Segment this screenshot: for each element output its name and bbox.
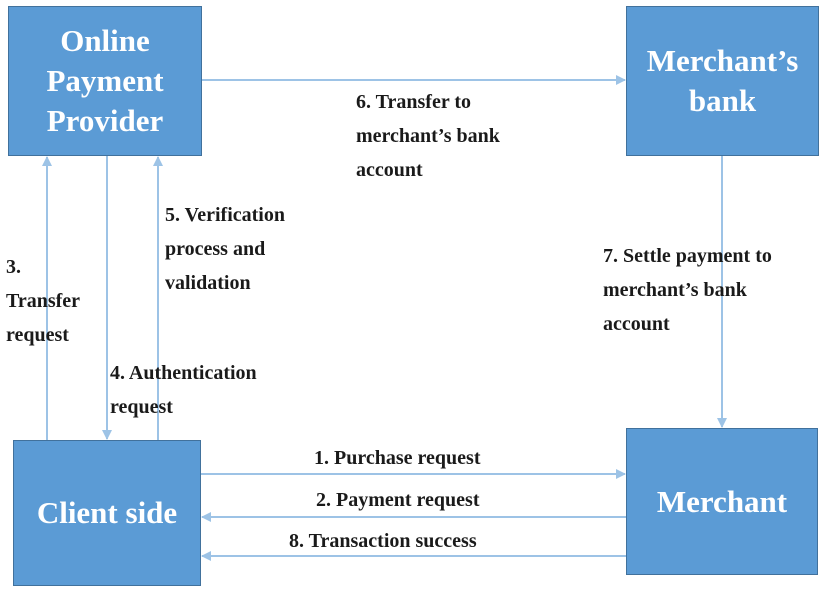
client-side-node: Client side (13, 440, 201, 586)
label-verification: 5. Verification process and validation (165, 204, 285, 294)
label-purchase: 1. Purchase request (314, 447, 481, 469)
label-transfer-request: 3. Transfer request (6, 256, 81, 346)
label-success: 8. Transaction success (289, 530, 477, 552)
merchant-node: Merchant (626, 428, 818, 575)
online-payment-provider-node: Online Payment Provider (8, 6, 202, 156)
merchant-bank-node: Merchant’s bank (626, 6, 819, 156)
label-transfer-bank: 6. Transfer to merchant’s bank account (356, 91, 500, 181)
label-authentication: 4. Authentication request (110, 362, 257, 418)
label-payment: 2. Payment request (316, 489, 480, 511)
label-settle: 7. Settle payment to merchant’s bank acc… (603, 245, 772, 335)
